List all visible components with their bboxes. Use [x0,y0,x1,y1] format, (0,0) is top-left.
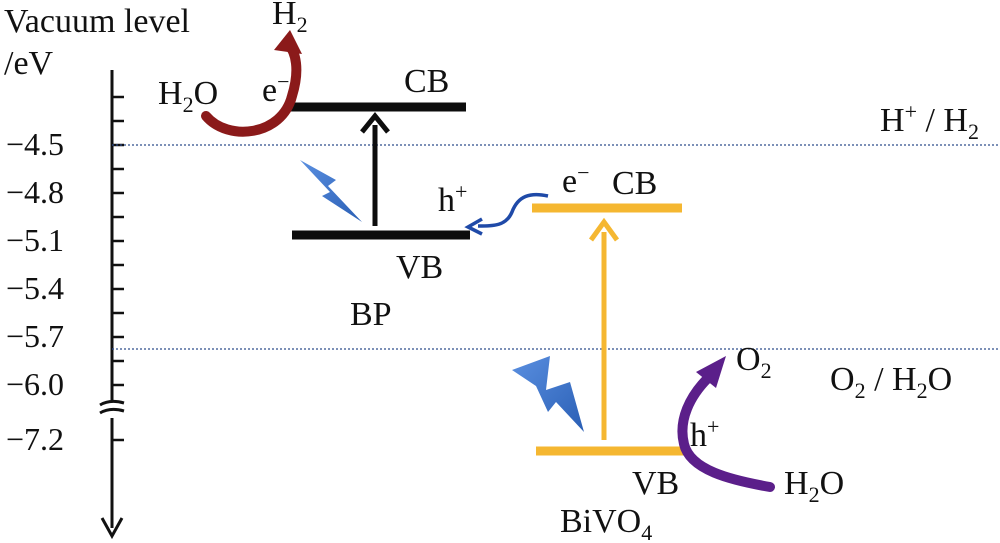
h2-arrow-head [274,30,302,54]
bivo4-electron-label: e− [562,160,590,200]
h2-evolution-arrow [201,39,302,137]
bivo4-semiconductor: CB VB BiVO4 e− h+ H2O O2 [464,160,844,543]
h-plus-h2-label: H+ / H2 [880,99,979,144]
axis-title-line1: Vacuum level [4,3,190,40]
axis-title-line2: /eV [4,45,54,82]
tick-label: −5.7 [6,318,64,354]
bp-hole-label: h+ [438,179,467,219]
bivo4-reactant-h2o: H2O [784,465,844,507]
bp-product-h2: H2 [272,0,308,37]
bp-electron-label: e− [262,69,290,109]
tick-label: −4.8 [6,174,64,210]
bp-reactant-h2o: H2O [158,75,218,117]
bivo4-hole-label: h+ [690,414,719,454]
tick-label: −4.5 [6,126,64,162]
bp-cb-label: CB [404,63,449,100]
bp-name-label: BP [350,296,392,333]
bivo4-cb-label: CB [612,165,657,202]
electron-transfer-arrow [477,192,549,228]
bp-vb-label: VB [396,249,443,286]
energy-axis [99,70,125,540]
lightning-icon [300,160,362,222]
axis-ticks [112,95,124,442]
o2-h2o-label: O2 / H2O [830,361,952,403]
tick-label: −7.2 [6,421,64,457]
tick-label: −5.4 [6,270,64,306]
bivo4-vb-label: VB [632,465,679,502]
o2-evolution-arrow [677,373,775,492]
bivo4-product-o2: O2 [736,341,772,383]
o2-arrow-head [696,356,726,388]
tick-label: −5.1 [6,222,64,258]
bivo4-name-label: BiVO4 [560,503,652,543]
bp-semiconductor: CB VB BP e− h+ H2O H2 [158,0,470,333]
lightning-icon [512,356,584,432]
tick-label: −6.0 [6,366,64,402]
